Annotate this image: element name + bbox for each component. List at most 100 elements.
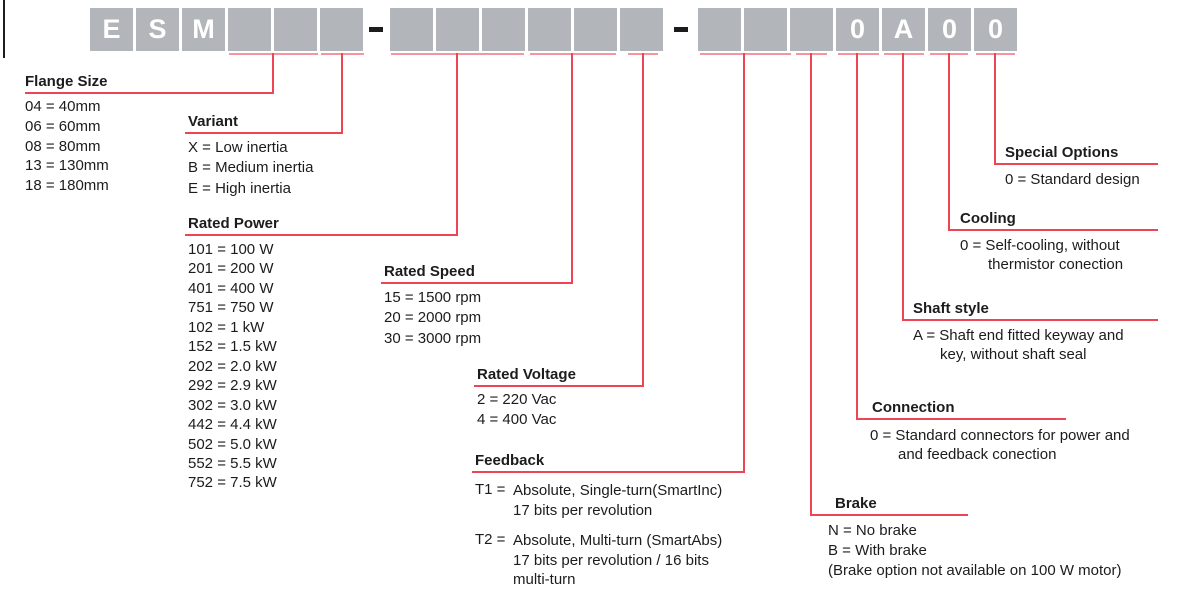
- code-separator-dash: [674, 27, 688, 32]
- model-code-box-power-1: [390, 8, 433, 51]
- rated-speed-heading: Rated Speed: [384, 263, 475, 280]
- shaft-group-underline: [884, 53, 924, 55]
- feedback-code-t2: T2 =: [475, 531, 506, 548]
- list-item: 502 = 5.0 kW: [188, 435, 277, 453]
- list-item: Absolute, Multi-turn (SmartAbs): [513, 532, 723, 549]
- list-item: 102 = 1 kW: [188, 318, 265, 336]
- page-edge-line: [3, 0, 5, 58]
- brake-heading: Brake: [835, 495, 877, 512]
- list-item: 15 = 1500 rpm: [384, 289, 482, 306]
- shaft-heading-underline: [902, 319, 1158, 321]
- list-item: 202 = 2.0 kW: [188, 357, 277, 375]
- rated-voltage-list: 2 = 220 Vac 4 = 400 Vac: [477, 390, 556, 431]
- feedback-heading: Feedback: [475, 452, 545, 469]
- rated-speed-list: 15 = 1500 rpm 20 = 2000 rpm 30 = 3000 rp…: [384, 288, 481, 349]
- model-code-box: E: [90, 8, 133, 51]
- list-item: 2 = 220 Vac: [477, 391, 557, 408]
- variant-list: X = Low inertia B = Medium inertia E = H…: [188, 138, 313, 199]
- connection-connector-line: [856, 53, 858, 420]
- flange-size-heading: Flange Size: [25, 73, 108, 90]
- list-item: 552 = 5.5 kW: [188, 454, 277, 472]
- model-code-box-feedback-2: [744, 8, 787, 51]
- feedback-group-underline: [700, 53, 791, 55]
- shaft-style-heading: Shaft style: [913, 300, 989, 317]
- list-item: 20 = 2000 rpm: [384, 309, 482, 327]
- flange-connector-line: [272, 53, 274, 94]
- feedback-connector-line: [743, 53, 745, 473]
- model-code-box-connection: 0: [836, 8, 879, 51]
- feedback-t1-description: Absolute, Single-turn(SmartInc) 17 bits …: [513, 481, 722, 521]
- list-item: 17 bits per revolution / 16 bits: [513, 551, 709, 569]
- rated-voltage-heading: Rated Voltage: [477, 366, 576, 383]
- variant-heading: Variant: [188, 113, 239, 130]
- list-item: 302 = 3.0 kW: [188, 396, 277, 414]
- voltage-heading-underline: [474, 385, 644, 387]
- list-item: multi-turn: [513, 571, 576, 589]
- list-item: 401 = 400 W: [188, 279, 274, 297]
- list-item: B = Medium inertia: [188, 159, 314, 177]
- connection-description-line2: and feedback conection: [898, 446, 1057, 463]
- list-item: 101 = 100 W: [188, 241, 274, 258]
- code-separator-dash: [369, 27, 383, 32]
- list-item: 4 = 400 Vac: [477, 411, 557, 429]
- variant-connector-line: [341, 53, 343, 134]
- brake-list: N = No brake B = With brake (Brake optio…: [828, 521, 1122, 580]
- connection-heading-underline: [856, 418, 1066, 420]
- special-connector-line: [994, 53, 996, 165]
- list-item: 06 = 60mm: [25, 117, 101, 135]
- speed-connector-line: [571, 53, 573, 284]
- list-item: 442 = 4.4 kW: [188, 416, 277, 434]
- list-item: 152 = 1.5 kW: [188, 338, 277, 356]
- model-code-box-special: 0: [974, 8, 1017, 51]
- model-code-box: M: [182, 8, 225, 51]
- model-code-box-speed-1: [528, 8, 571, 51]
- feedback-code-t1: T1 =: [475, 481, 506, 498]
- shaft-style-description-line1: A = Shaft end fitted keyway and: [913, 327, 1124, 344]
- rated-power-heading: Rated Power: [188, 215, 279, 232]
- model-code-box-variant: [320, 8, 363, 51]
- cooling-connector-line: [948, 53, 950, 231]
- connection-description-line1: 0 = Standard connectors for power and: [870, 427, 1130, 444]
- feedback-heading-underline: [472, 471, 745, 473]
- speed-heading-underline: [381, 282, 573, 284]
- power-connector-line: [456, 53, 458, 236]
- model-code-box-feedback-1: [698, 8, 741, 51]
- list-item: N = No brake: [828, 522, 917, 539]
- power-heading-underline: [185, 234, 458, 236]
- connection-group-underline: [838, 53, 879, 55]
- cooling-heading: Cooling: [960, 210, 1016, 227]
- model-code-box-voltage: [620, 8, 663, 51]
- model-code-box-power-3: [482, 8, 525, 51]
- list-item: 751 = 750 W: [188, 299, 274, 317]
- model-code-box-flange-1: [228, 8, 271, 51]
- cooling-heading-underline: [948, 229, 1158, 231]
- shaft-style-description-line2: key, without shaft seal: [940, 346, 1087, 363]
- model-code-box-brake: [790, 8, 833, 51]
- list-item: (Brake option not available on 100 W mot…: [828, 561, 1122, 579]
- brake-heading-underline: [810, 514, 968, 516]
- list-item: 201 = 200 W: [188, 260, 274, 278]
- connection-heading: Connection: [872, 399, 955, 416]
- list-item: 04 = 40mm: [25, 98, 101, 115]
- feedback-t2-description: Absolute, Multi-turn (SmartAbs) 17 bits …: [513, 531, 722, 590]
- list-item: B = With brake: [828, 541, 927, 559]
- speed-group-underline: [530, 53, 616, 55]
- list-item: 17 bits per revolution: [513, 502, 653, 519]
- voltage-connector-line: [642, 53, 644, 387]
- list-item: 292 = 2.9 kW: [188, 377, 277, 395]
- list-item: 30 = 3000 rpm: [384, 329, 482, 347]
- model-code-box-flange-2: [274, 8, 317, 51]
- list-item: Absolute, Single-turn(SmartInc): [513, 482, 723, 499]
- model-code-box-power-2: [436, 8, 479, 51]
- model-code-box-speed-2: [574, 8, 617, 51]
- special-heading-underline: [994, 163, 1158, 165]
- list-item: 752 = 7.5 kW: [188, 474, 277, 492]
- model-code-box-shaft: A: [882, 8, 925, 51]
- list-item: 08 = 80mm: [25, 137, 101, 155]
- special-options-description: 0 = Standard design: [1005, 171, 1140, 188]
- list-item: E = High inertia: [188, 179, 291, 197]
- flange-size-list: 04 = 40mm 06 = 60mm 08 = 80mm 13 = 130mm…: [25, 97, 109, 196]
- rated-power-list: 101 = 100 W 201 = 200 W 401 = 400 W 751 …: [188, 240, 277, 493]
- cooling-description-line1: 0 = Self-cooling, without: [960, 237, 1120, 254]
